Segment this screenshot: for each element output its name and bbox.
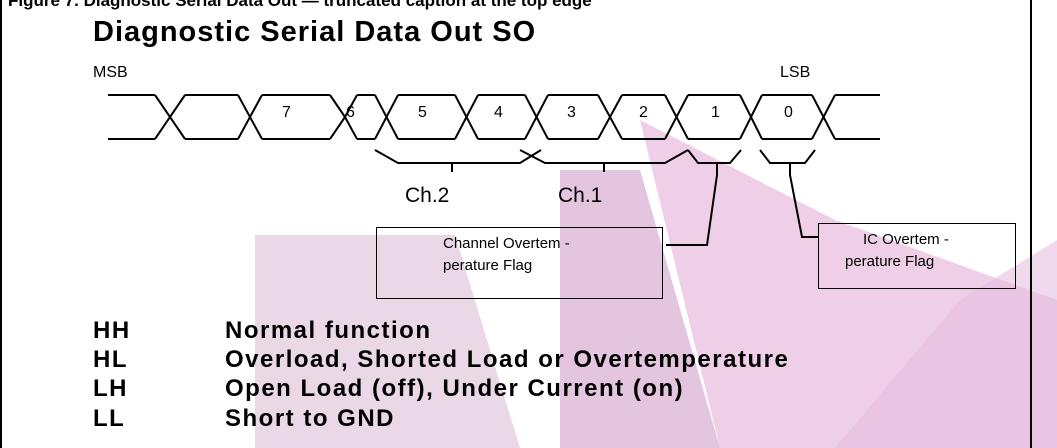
leader-ic-flag: [789, 163, 818, 238]
msb-label: MSB: [93, 64, 128, 81]
crossing-4: [374, 94, 399, 140]
bit-label: 7: [282, 104, 291, 121]
bit-label: 2: [639, 104, 648, 121]
leader-channel-flag: [666, 163, 718, 246]
channel-flag-line1: Channel Overtem -: [443, 235, 570, 252]
crossing-6: [524, 94, 549, 140]
legend-code: HH: [93, 317, 131, 344]
bit-label: 4: [494, 104, 503, 121]
lsb-label: LSB: [780, 64, 811, 81]
legend-code: HL: [93, 346, 128, 373]
channel-1-label: Ch.1: [558, 184, 603, 207]
crossing-3: [329, 94, 346, 140]
diagram-title: Diagnostic Serial Data Out SO: [93, 16, 537, 48]
brace-ch1: [519, 149, 689, 172]
watermark-panel-left: [255, 235, 520, 448]
crossing-5: [454, 94, 479, 140]
bit-label: 0: [784, 104, 793, 121]
ic-flag-line1: IC Overtem -: [863, 231, 949, 248]
figure-caption: Figure 7. Diagnostic Serial Data Out — t…: [8, 0, 592, 10]
channel-overtemperature-flag-box: Channel Overtem - perature Flag: [376, 227, 663, 299]
crossing-1: [154, 94, 186, 140]
channel-flag-line2: perature Flag: [443, 257, 533, 274]
crossing-2: [237, 94, 263, 140]
bit-label: 1: [711, 104, 720, 121]
channel-2-label: Ch.2: [405, 184, 450, 207]
legend-code: LL: [93, 405, 126, 432]
ic-overtemperature-flag-box: IC Overtem - perature Flag: [818, 223, 1016, 289]
legend-description: Overload, Shorted Load or Overtemperatur…: [225, 346, 790, 373]
watermark-panel-mid: [560, 170, 720, 448]
legend-description: Normal function: [225, 317, 432, 344]
bit-label: 5: [418, 104, 427, 121]
watermark-panel-far: [835, 240, 1057, 448]
ic-flag-line2: perature Flag: [845, 253, 935, 270]
crossing-9: [739, 94, 763, 140]
crossing-8: [664, 94, 689, 140]
bit-label: 6: [346, 104, 355, 121]
legend-code: LH: [93, 375, 128, 402]
bit-label: 3: [567, 104, 576, 121]
crossing-7: [597, 94, 623, 140]
brace-bit1: [687, 149, 742, 164]
legend-description: Open Load (off), Under Current (on): [225, 375, 685, 402]
crossing-10: [811, 94, 836, 140]
brace-bit0: [759, 149, 816, 164]
brace-ch2: [374, 149, 542, 172]
legend-description: Short to GND: [225, 405, 395, 432]
